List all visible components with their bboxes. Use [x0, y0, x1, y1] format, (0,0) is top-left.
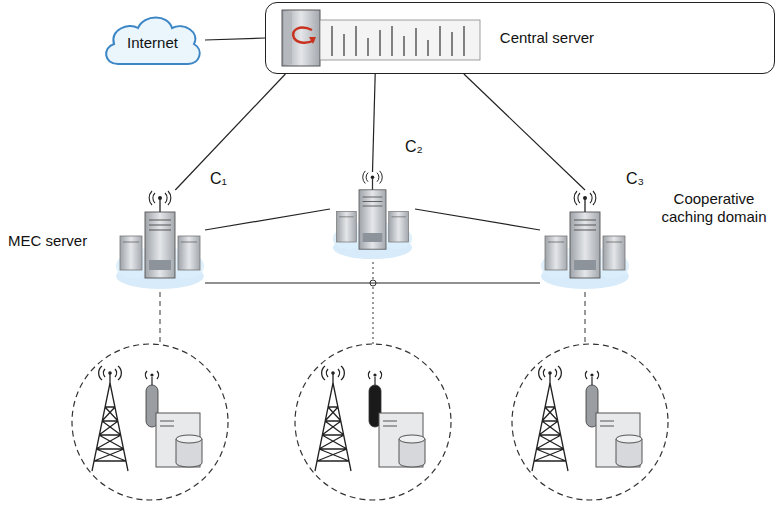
- mec-server-icon: [541, 191, 629, 289]
- server-label: C₁: [210, 170, 227, 188]
- server-label: C₂: [405, 138, 423, 156]
- mec-server: C₂: [330, 172, 415, 260]
- base-station: [532, 366, 642, 471]
- internet-cloud: Internet: [100, 10, 205, 70]
- base-station: [92, 366, 202, 471]
- node-title: Internet: [127, 34, 178, 52]
- domain-label: Cooperative caching domain: [655, 190, 773, 226]
- network-link: [205, 282, 540, 283]
- server-label: C₃: [626, 170, 644, 188]
- mec-server: C₁: [115, 190, 205, 290]
- network-link: [205, 209, 330, 230]
- network-link: [464, 74, 585, 190]
- server-type-label: MEC server: [8, 232, 87, 250]
- node-title: Central server: [500, 29, 594, 47]
- mec-server-icon: [116, 191, 204, 289]
- mec-server: C₃: [540, 190, 630, 290]
- coverage-areas: [72, 344, 668, 500]
- base-station: [315, 366, 425, 471]
- central-server-icon: [282, 10, 480, 66]
- network-link: [205, 38, 265, 40]
- network-link: [175, 74, 285, 190]
- mec-server-icon: [333, 171, 412, 259]
- access-links: [160, 262, 585, 344]
- central-server-box: Central server: [265, 2, 775, 74]
- network-link: [373, 74, 376, 172]
- network-link: [415, 209, 540, 230]
